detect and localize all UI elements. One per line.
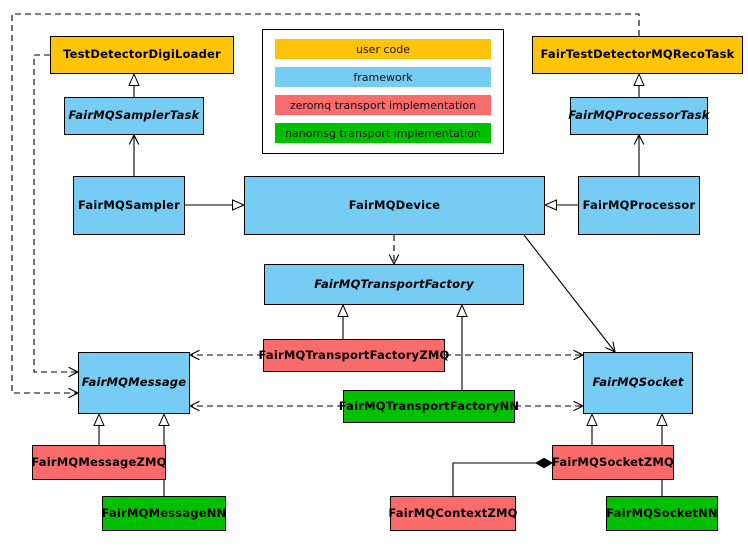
class-label: FairMQMessageZMQ bbox=[31, 454, 167, 469]
class-box-fairmqsocket[interactable]: FairMQSocket bbox=[583, 352, 693, 414]
class-label: FairMQMessageNN bbox=[101, 505, 227, 520]
class-box-fairmqprocessor[interactable]: FairMQProcessor bbox=[578, 176, 700, 235]
legend-label-nanomsg: nanomsg transport implementation bbox=[285, 126, 481, 140]
class-label: FairMQDevice bbox=[348, 197, 441, 212]
class-label: FairMQSamplerTask bbox=[68, 108, 200, 123]
class-box-fairmqsocketzmq[interactable]: FairMQSocketZMQ bbox=[552, 445, 674, 480]
class-box-fairmqsocketnn[interactable]: FairMQSocketNN bbox=[606, 496, 718, 531]
class-label: FairMQTransportFactoryZMQ bbox=[258, 347, 450, 362]
class-box-testdetectordigiloader[interactable]: TestDetectorDigiLoader bbox=[50, 36, 234, 74]
class-label: FairMQSocket bbox=[592, 375, 684, 390]
class-label: FairMQMessage bbox=[81, 375, 187, 390]
class-label: FairMQContextZMQ bbox=[388, 505, 518, 520]
class-box-fairmqcontextzmq[interactable]: FairMQContextZMQ bbox=[388, 496, 518, 531]
legend-label-user-code: user code bbox=[355, 42, 411, 56]
class-box-fairmqsamplertask[interactable]: FairMQSamplerTask bbox=[64, 97, 204, 135]
legend-item-user-code: user code bbox=[275, 39, 491, 59]
legend-label-framework: framework bbox=[353, 70, 413, 84]
class-box-fairmqtransportfactorynn[interactable]: FairMQTransportFactoryNN bbox=[339, 390, 519, 423]
class-box-fairmqmessagezmq[interactable]: FairMQMessageZMQ bbox=[31, 445, 167, 480]
legend-item-zeromq: zeromq transport implementation bbox=[275, 95, 491, 115]
class-box-fairtestdetectormqrecotask[interactable]: FairTestDetectorMQRecoTask bbox=[532, 36, 743, 74]
class-box-fairmqprocessortask[interactable]: FairMQProcessorTask bbox=[568, 97, 710, 135]
edge-device-to-socket bbox=[523, 234, 616, 353]
class-label: FairMQSampler bbox=[77, 197, 181, 212]
class-label: FairTestDetectorMQRecoTask bbox=[540, 47, 735, 62]
legend-label-zeromq: zeromq transport implementation bbox=[289, 98, 477, 112]
class-label: FairMQProcessor bbox=[582, 197, 696, 212]
class-label: FairMQProcessorTask bbox=[568, 108, 710, 123]
class-label: FairMQTransportFactoryNN bbox=[338, 398, 520, 413]
legend-item-nanomsg: nanomsg transport implementation bbox=[275, 123, 491, 143]
class-box-fairmqtransportfactory[interactable]: FairMQTransportFactory bbox=[264, 264, 524, 305]
class-box-fairmqsampler[interactable]: FairMQSampler bbox=[73, 176, 185, 235]
color-legend: user code framework zeromq transport imp… bbox=[262, 29, 504, 154]
class-box-fairmqdevice[interactable]: FairMQDevice bbox=[244, 176, 545, 235]
class-label: FairMQTransportFactory bbox=[314, 276, 474, 291]
class-label: FairMQSocketZMQ bbox=[552, 454, 674, 469]
edge-digiloader-to-message bbox=[33, 54, 80, 378]
legend-item-framework: framework bbox=[275, 67, 491, 87]
class-label: TestDetectorDigiLoader bbox=[63, 47, 221, 62]
edge-contextzmq-to-socketzmq bbox=[452, 457, 553, 496]
class-box-fairmqtransportfactoryzmq[interactable]: FairMQTransportFactoryZMQ bbox=[259, 339, 449, 372]
class-label: FairMQSocketNN bbox=[606, 505, 718, 520]
class-box-fairmqmessagenn[interactable]: FairMQMessageNN bbox=[102, 496, 226, 531]
edge-recotask-to-message bbox=[11, 13, 640, 399]
class-box-fairmqmessage[interactable]: FairMQMessage bbox=[78, 352, 190, 414]
